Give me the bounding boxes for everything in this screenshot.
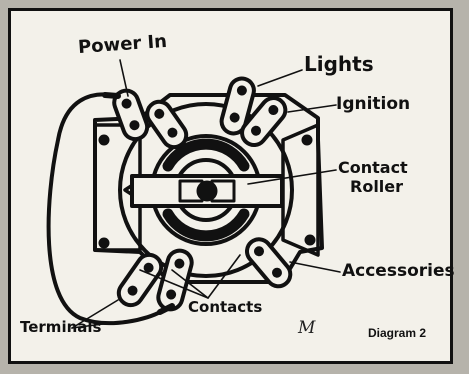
leader-lights	[257, 69, 303, 87]
label-accessories: Accessories	[342, 261, 455, 281]
leader-terminals-1	[71, 299, 119, 329]
terminal-tab-lights	[219, 76, 256, 136]
leader-terminals-2	[71, 317, 149, 329]
diagram-caption: Diagram 2	[368, 326, 427, 340]
terminal-tab-accessories	[245, 237, 293, 289]
switch-housing	[93, 93, 324, 284]
terminal-tab-power-in-b	[145, 99, 189, 150]
leader-contacts-3	[139, 269, 209, 299]
label-ignition: Ignition	[336, 94, 411, 114]
label-contacts: Contacts	[188, 298, 263, 316]
leader-contact-roller	[247, 169, 337, 185]
leader-ignition	[287, 104, 337, 113]
center-pivot	[196, 180, 218, 202]
leader-contacts-1	[171, 269, 209, 299]
label-contact: Contact	[338, 158, 408, 177]
right-bracket	[281, 123, 320, 257]
artist-signature: M	[298, 318, 316, 338]
leader-power-in	[119, 59, 129, 97]
base-plate-ring	[118, 102, 294, 278]
terminal-tab-bottom-left-a	[116, 252, 164, 308]
contact-arc-top	[162, 138, 250, 172]
leader-contacts-2	[207, 254, 241, 299]
label-roller: Roller	[350, 177, 404, 196]
wire-loop	[46, 92, 162, 326]
contact-arc-bottom	[162, 208, 250, 242]
terminal-tab-power-in-a	[112, 88, 150, 142]
leader-accessories	[289, 261, 341, 273]
label-terminals: Terminals	[20, 318, 102, 336]
label-lights: Lights	[304, 52, 374, 76]
terminal-tab-ignition	[240, 96, 288, 148]
